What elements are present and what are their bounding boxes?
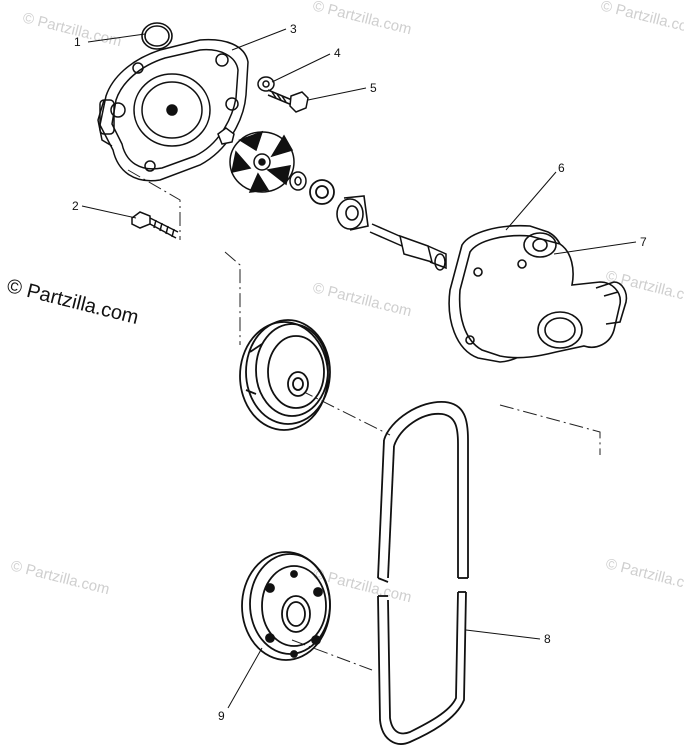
guide-line (499, 404, 601, 455)
guide-line (127, 169, 181, 240)
part-drive-belt (377, 401, 469, 745)
part-seal-small (289, 171, 307, 191)
callout-8: 8 (544, 632, 551, 646)
leader-line (307, 87, 367, 101)
leader-line (271, 53, 331, 83)
leader-line (87, 33, 146, 43)
callout-9: 9 (218, 709, 225, 723)
watermark: © Partzilla.com (599, 0, 684, 38)
guide-line (291, 639, 373, 671)
leader-line (81, 205, 137, 219)
guide-line (299, 389, 391, 436)
leader-line (505, 171, 557, 231)
watermark: © Partzilla.com (311, 0, 413, 38)
part-impeller (217, 127, 295, 193)
leader-line (231, 28, 287, 51)
part-o-ring (141, 22, 173, 50)
guide-line (224, 251, 241, 345)
part-crank-pulley (241, 551, 331, 661)
callout-3: 3 (290, 22, 297, 36)
callout-6: 6 (558, 161, 565, 175)
callout-5: 5 (370, 81, 377, 95)
callout-1: 1 (74, 35, 81, 49)
leader-lines (81, 28, 637, 709)
part-shaft (369, 223, 447, 271)
part-seal-ring (309, 179, 335, 205)
leader-line (553, 241, 637, 255)
part-screw (131, 211, 179, 239)
leader-line (227, 647, 263, 709)
part-drive-pulley (239, 319, 331, 431)
callout-2: 2 (72, 199, 79, 213)
part-mechanical-seal (336, 195, 369, 231)
leader-line (465, 629, 541, 640)
watermark: © Partzilla.com (311, 279, 413, 320)
watermark: © Partzilla.com (21, 9, 123, 50)
part-bolt (267, 89, 309, 113)
part-washer (257, 76, 275, 92)
watermark: © Partzilla.com (604, 555, 684, 596)
callout-7: 7 (640, 235, 647, 249)
watermark: © Partzilla.com (9, 557, 111, 598)
part-pump-housing (458, 232, 628, 359)
part-pump-cover (97, 38, 249, 182)
assembly-guide-lines (127, 169, 601, 671)
callout-4: 4 (334, 46, 341, 60)
callout-labels: 1 2 3 4 5 6 7 8 9 (72, 22, 647, 723)
